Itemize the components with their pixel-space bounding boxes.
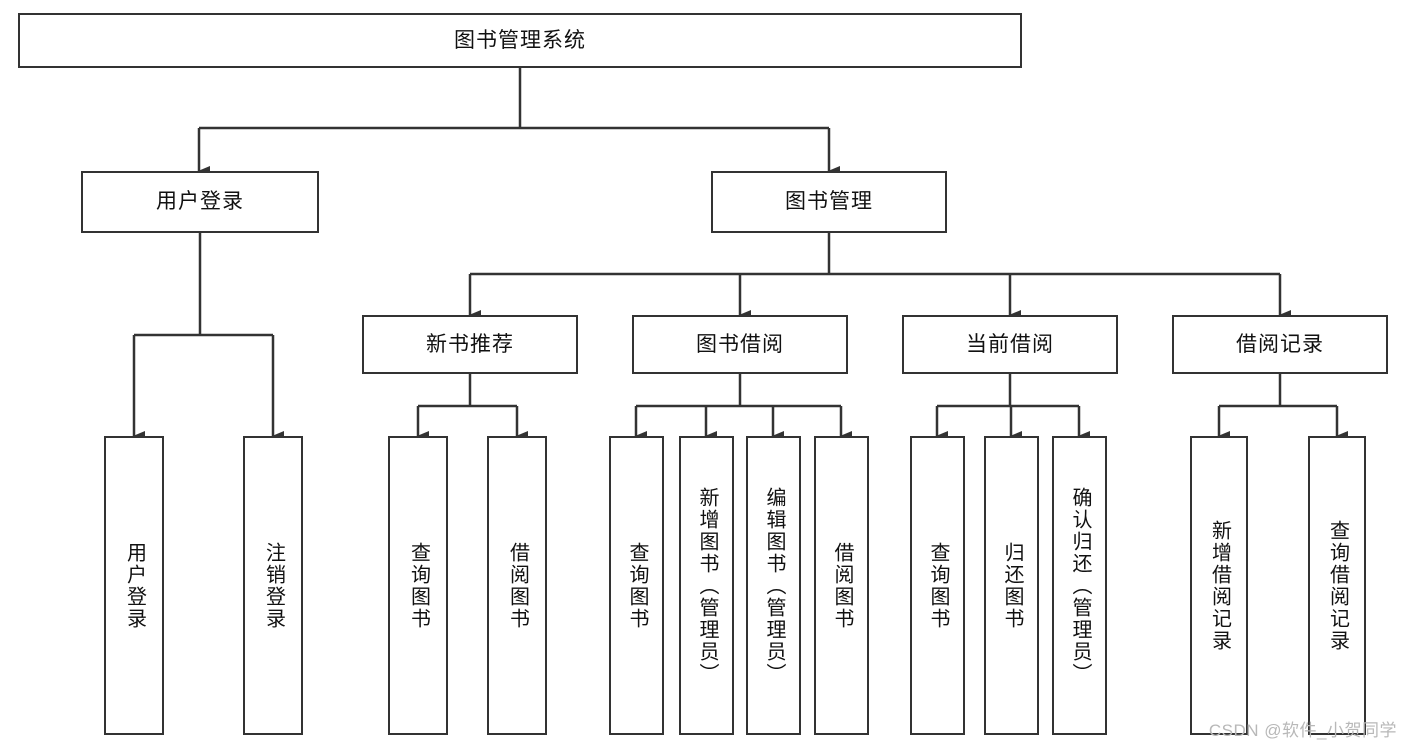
node-leaf-return-book[interactable]: 归还图书 xyxy=(984,436,1039,735)
node-leaf-edit-book-admin[interactable]: 编辑图书（管理员） xyxy=(746,436,801,735)
node-label: 查询图书 xyxy=(927,541,949,630)
node-leaf-add-book-admin[interactable]: 新增图书（管理员） xyxy=(679,436,734,735)
node-borrow-record[interactable]: 借阅记录 xyxy=(1172,315,1388,374)
node-user-login[interactable]: 用户登录 xyxy=(81,171,319,233)
node-book-borrow[interactable]: 图书借阅 xyxy=(632,315,848,374)
node-label: 确认归还（管理员） xyxy=(1069,486,1091,685)
node-leaf-add-borrow-record[interactable]: 新增借阅记录 xyxy=(1190,436,1248,735)
node-label: 新增借阅记录 xyxy=(1208,519,1231,652)
node-label: 借阅记录 xyxy=(1236,332,1324,356)
node-label: 用户登录 xyxy=(123,541,146,630)
watermark-text: CSDN @软件_小贺同学 xyxy=(1208,721,1397,740)
node-current-borrow[interactable]: 当前借阅 xyxy=(902,315,1118,374)
node-label: 查询借阅记录 xyxy=(1326,519,1349,652)
node-leaf-query-book-1[interactable]: 查询图书 xyxy=(388,436,448,735)
node-label: 图书借阅 xyxy=(696,332,784,356)
node-book-management[interactable]: 图书管理 xyxy=(711,171,947,233)
node-label: 注销登录 xyxy=(262,541,285,630)
node-label: 编辑图书（管理员） xyxy=(763,486,785,685)
node-leaf-user-login[interactable]: 用户登录 xyxy=(104,436,164,735)
node-label: 当前借阅 xyxy=(966,332,1054,356)
node-label: 归还图书 xyxy=(1001,541,1023,630)
node-leaf-query-book-3[interactable]: 查询图书 xyxy=(910,436,965,735)
node-label: 查询图书 xyxy=(407,541,430,630)
node-leaf-borrow-book-1[interactable]: 借阅图书 xyxy=(487,436,547,735)
node-leaf-logout-login[interactable]: 注销登录 xyxy=(243,436,303,735)
node-leaf-borrow-book-2[interactable]: 借阅图书 xyxy=(814,436,869,735)
node-label: 用户登录 xyxy=(156,190,244,214)
node-label: 借阅图书 xyxy=(506,541,529,630)
node-leaf-query-borrow-record[interactable]: 查询借阅记录 xyxy=(1308,436,1366,735)
node-new-book-recommend[interactable]: 新书推荐 xyxy=(362,315,578,374)
node-label: 查询图书 xyxy=(626,541,648,630)
node-label: 借阅图书 xyxy=(831,541,853,630)
node-leaf-confirm-return-admin[interactable]: 确认归还（管理员） xyxy=(1052,436,1107,735)
node-label: 新书推荐 xyxy=(426,332,514,356)
node-label: 新增图书（管理员） xyxy=(696,486,718,685)
node-leaf-query-book-2[interactable]: 查询图书 xyxy=(609,436,664,735)
node-label: 图书管理系统 xyxy=(454,28,586,52)
node-label: 图书管理 xyxy=(785,190,873,214)
node-root-title[interactable]: 图书管理系统 xyxy=(18,13,1022,68)
